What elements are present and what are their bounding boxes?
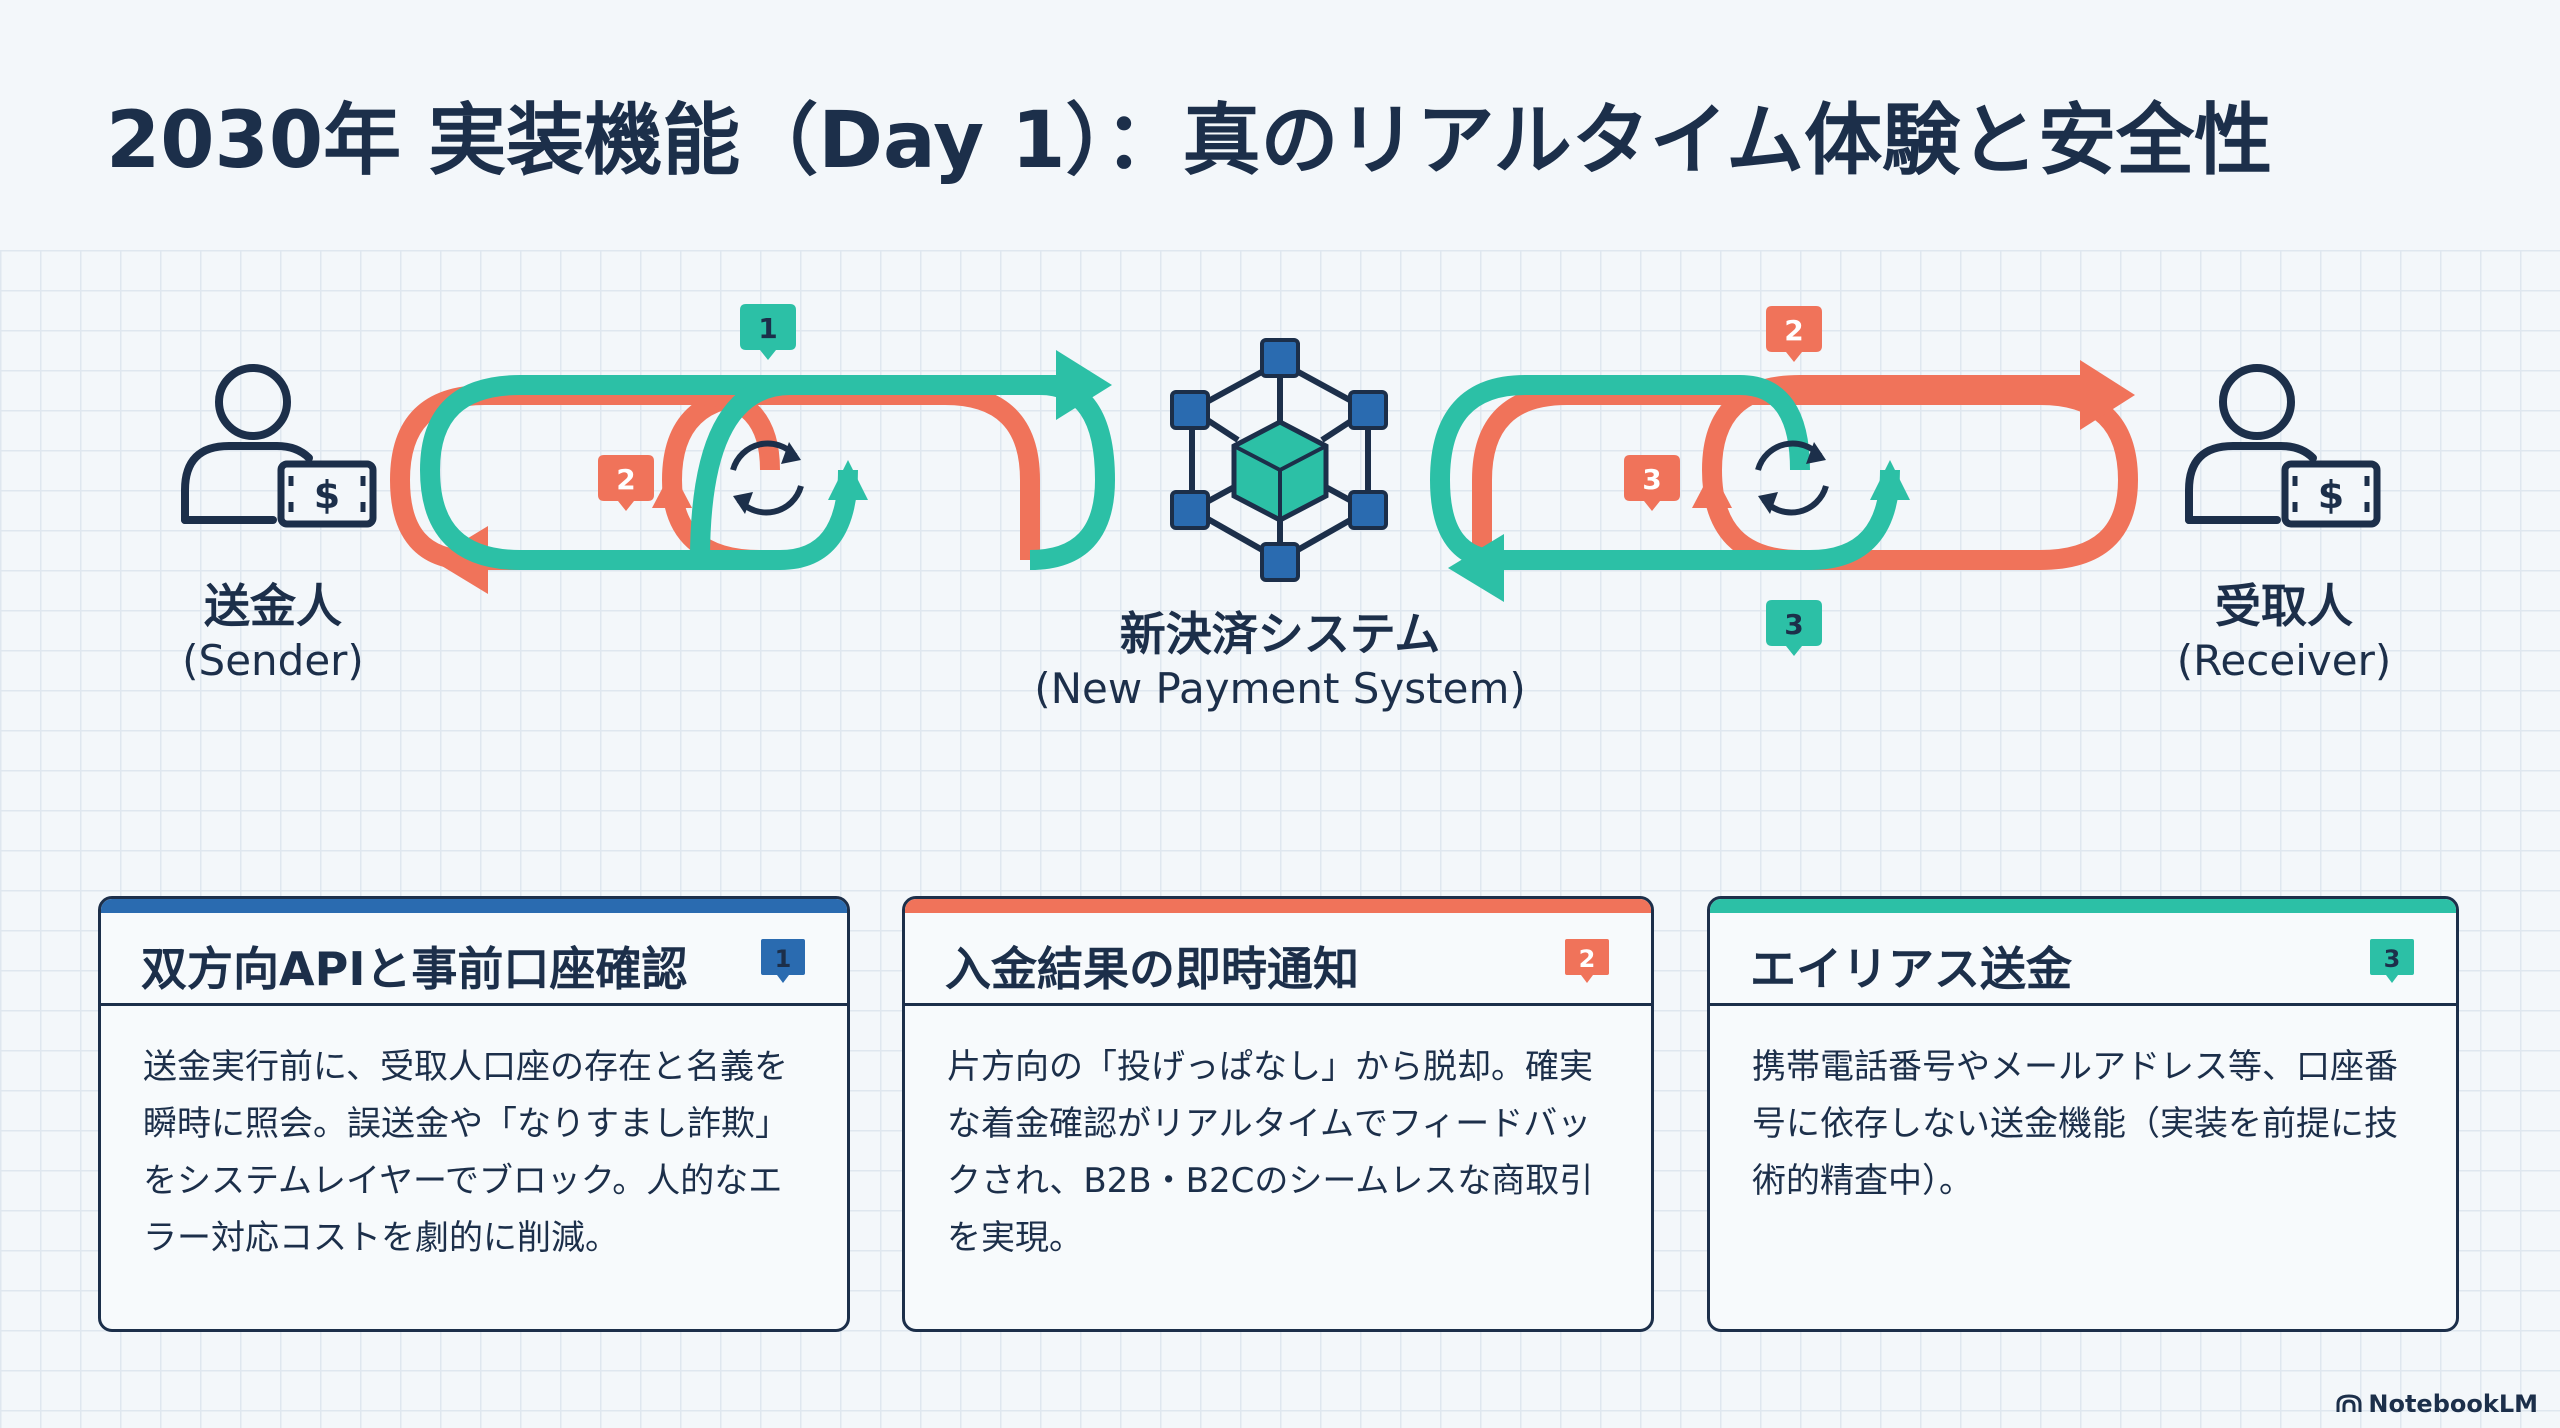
right-teal-arrowhead xyxy=(1448,534,1504,602)
marker-right-3b-text: 3 xyxy=(1784,608,1803,641)
notebooklm-logo: NotebookLM xyxy=(2336,1390,2538,1418)
marker-left-2: 2 xyxy=(598,455,654,511)
system-label-jp: 新決済システム xyxy=(1119,607,1441,661)
card-2-badge-icon: 2 xyxy=(1565,939,1609,983)
marker-right-3b: 3 xyxy=(1766,600,1822,656)
card-3-body: 携帯電話番号やメールアドレス等、口座番号に依存しない送金機能（実装を前提に技術的… xyxy=(1752,1047,2398,1201)
sender-label-jp: 送金人 xyxy=(204,579,342,633)
marker-left-1-text: 1 xyxy=(758,312,777,345)
card-3-badge-icon: 3 xyxy=(2370,939,2414,983)
flow-diagram: $ xyxy=(0,304,2560,656)
feature-card-2: 入金結果の即時通知 2 片方向の「投げっぱなし」から脱却。確実な着金確認がリアル… xyxy=(902,896,1654,1332)
system-label: 新決済システム (New Payment System) xyxy=(1000,606,1560,716)
marker-right-3a-text: 3 xyxy=(1642,463,1661,496)
feature-card-3: エイリアス送金 3 携帯電話番号やメールアドレス等、口座番号に依存しない送金機能… xyxy=(1707,896,2459,1332)
card-1-body: 送金実行前に、受取人口座の存在と名義を瞬時に照会。誤送金や「なりすまし詐欺」をシ… xyxy=(143,1047,789,1258)
footer-brand: NotebookLM xyxy=(2368,1390,2538,1418)
receiver-label-en: (Receiver) xyxy=(2176,636,2392,685)
card-1-title: 双方向APIと事前口座確認 xyxy=(141,942,688,996)
marker-left-2-text: 2 xyxy=(616,463,635,496)
card-2-badge-text: 2 xyxy=(1579,945,1596,973)
marker-right-2-text: 2 xyxy=(1784,314,1803,347)
receiver-label: 受取人 (Receiver) xyxy=(2164,578,2404,688)
card-3-title: エイリアス送金 xyxy=(1750,942,2072,996)
sender-label-en: (Sender) xyxy=(182,636,364,685)
marker-right-3a: 3 xyxy=(1624,455,1680,511)
card-2-title: 入金結果の即時通知 xyxy=(945,942,1359,996)
system-label-en: (New Payment System) xyxy=(1034,664,1526,713)
card-1-accent-bar xyxy=(101,899,847,913)
notebooklm-icon xyxy=(2336,1394,2362,1412)
right-coral-loop xyxy=(1472,385,2139,570)
card-3-accent-bar xyxy=(1710,899,2456,913)
right-teal-loop xyxy=(1429,375,1900,570)
sender-label: 送金人 (Sender) xyxy=(153,578,393,688)
left-teal-loop xyxy=(419,375,1060,570)
card-2-accent-bar xyxy=(905,899,1651,913)
card-3-badge-text: 3 xyxy=(2384,945,2401,973)
right-coral-arrowhead xyxy=(2080,360,2135,430)
left-exchange-arrows xyxy=(389,350,1116,594)
feature-card-1: 双方向APIと事前口座確認 1 送金実行前に、受取人口座の存在と名義を瞬時に照会… xyxy=(98,896,850,1332)
right-exchange-arrows xyxy=(1429,360,2139,602)
page-title: 2030年 実装機能（Day 1）：真のリアルタイム体験と安全性 xyxy=(106,96,2273,186)
card-2-header: 入金結果の即時通知 2 xyxy=(905,913,1651,1006)
card-1-badge-icon: 1 xyxy=(761,939,805,983)
left-teal-arrowhead xyxy=(1056,350,1112,420)
card-1-header: 双方向APIと事前口座確認 1 xyxy=(101,913,847,1006)
card-3-header: エイリアス送金 3 xyxy=(1710,913,2456,1006)
sender-icon xyxy=(185,368,373,524)
card-1-badge-text: 1 xyxy=(775,945,792,973)
marker-right-2: 2 xyxy=(1766,306,1822,362)
network-system-icon xyxy=(1170,338,1388,582)
card-2-body: 片方向の「投げっぱなし」から脱却。確実な着金確認がリアルタイムでフィードバックさ… xyxy=(947,1047,1594,1258)
receiver-label-jp: 受取人 xyxy=(2215,579,2353,633)
receiver-icon xyxy=(2189,368,2377,524)
marker-left-1: 1 xyxy=(740,304,796,360)
